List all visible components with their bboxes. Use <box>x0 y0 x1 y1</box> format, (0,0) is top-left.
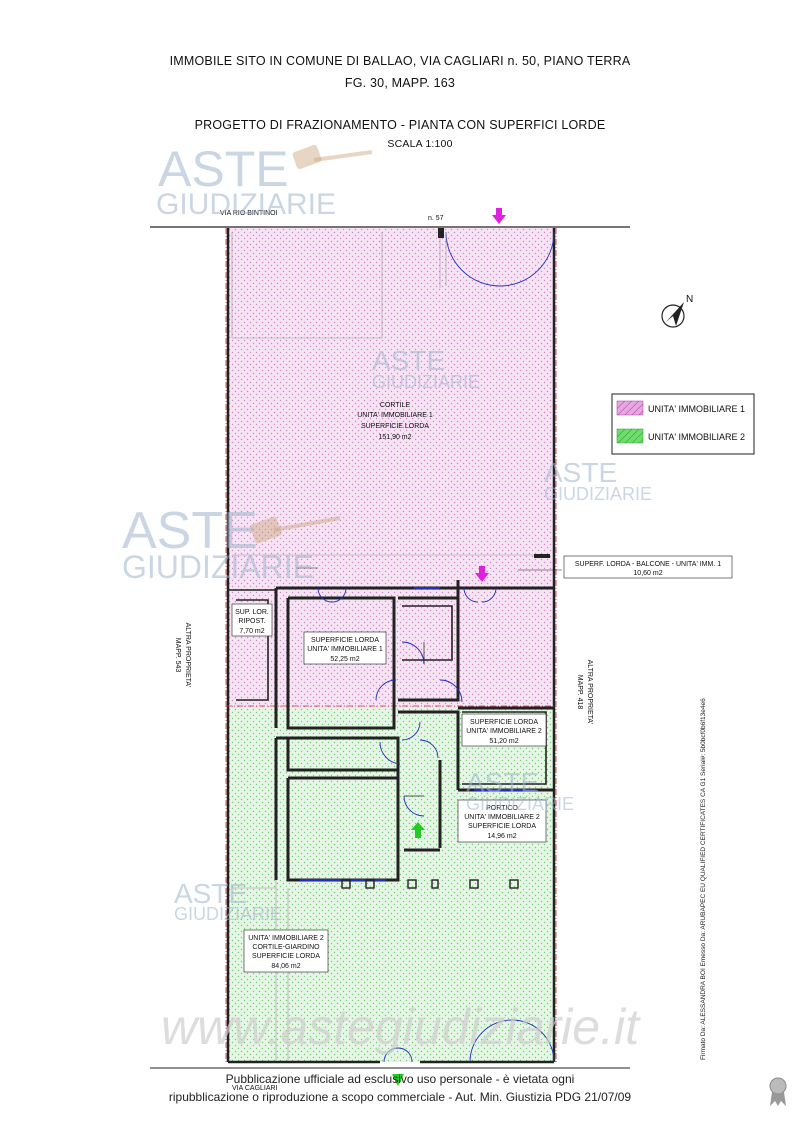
drawing-title: PROGETTO DI FRAZIONAMENTO - PIANTA CON S… <box>194 118 606 132</box>
entry-arrow-unit-1 <box>475 566 489 582</box>
legend: UNITA' IMMOBILIARE 1 UNITA' IMMOBILIARE … <box>611 393 755 455</box>
svg-text:ASTE: ASTE <box>466 767 539 798</box>
footer-line-1: Pubblicazione ufficiale ad esclusivo uso… <box>225 1072 575 1086</box>
street-bottom-label: VIA CAGLIARI <box>232 1085 278 1092</box>
drawing-scale: SCALA 1:100 <box>387 138 453 150</box>
watermark-brand: ASTE GIUDIZIARIE <box>156 141 373 221</box>
neighbor-right-label: ALTRA PROPRIETA' MAPP. 418 <box>576 660 593 725</box>
north-compass-icon <box>661 302 685 328</box>
label-portico: PORTICO UNITA' IMMOBILIARE 2 SUPERFICIE … <box>457 799 547 843</box>
svg-text:ASTE: ASTE <box>158 141 289 197</box>
legend-label-unit-2: UNITA' IMMOBILIARE 2 <box>648 432 745 442</box>
svg-text:PORTICO: PORTICO <box>486 805 518 812</box>
site-boundary <box>226 228 556 1064</box>
svg-text:SUPERFICIE LORDA: SUPERFICIE LORDA <box>311 637 379 644</box>
door-leaves <box>404 642 425 797</box>
unit-2-area <box>228 708 554 1062</box>
watermark-brand: ASTE GIUDIZIARIE <box>544 457 652 504</box>
svg-text:GIUDIZIARIE: GIUDIZIARIE <box>466 794 574 814</box>
svg-text:SUPERFICIE LORDA: SUPERFICIE LORDA <box>470 719 538 726</box>
svg-text:UNITA' IMMOBILIARE 2: UNITA' IMMOBILIARE 2 <box>464 814 540 821</box>
svg-text:14,96 m2: 14,96 m2 <box>487 833 516 840</box>
label-ripost: SUP. LOR. RIPOST. 7,70 m2 <box>231 603 273 637</box>
svg-text:GIUDIZIARIE: GIUDIZIARIE <box>544 484 652 504</box>
svg-text:UNITA' IMMOBILIARE 1: UNITA' IMMOBILIARE 1 <box>307 646 383 653</box>
svg-text:GIUDIZIARIE: GIUDIZIARIE <box>372 372 480 392</box>
watermark-site: www.astegiudiziarie.it <box>161 999 641 1055</box>
label-cortile: CORTILE UNITA' IMMOBILIARE 1 SUPERFICIE … <box>357 402 433 441</box>
boundary-redline <box>225 228 557 1064</box>
legend-label-unit-1: UNITA' IMMOBILIARE 1 <box>648 404 745 414</box>
courtyard-lines <box>231 232 550 556</box>
watermark-brand: ASTE GIUDIZIARIE <box>174 878 282 924</box>
gate-top-arcs <box>445 231 555 287</box>
svg-text:GIUDIZIARIE: GIUDIZIARIE <box>122 549 314 585</box>
pillar <box>534 554 550 558</box>
entry-arrow-unit-1 <box>492 208 506 224</box>
street-top-label: VIA RIO BINTINOI <box>220 210 278 217</box>
svg-text:SUPERFICIE LORDA: SUPERFICIE LORDA <box>252 953 320 960</box>
svg-text:MAPP. 418: MAPP. 418 <box>576 675 583 710</box>
legend-swatch-unit-2 <box>616 428 644 444</box>
svg-text:GIUDIZIARIE: GIUDIZIARIE <box>174 904 282 924</box>
walls-thin <box>228 589 547 785</box>
svg-text:CORTILE: CORTILE <box>380 402 411 409</box>
seal-icon <box>769 1077 787 1106</box>
svg-text:10,60 m2: 10,60 m2 <box>633 570 662 577</box>
label-unita-1: SUPERFICIE LORDA UNITA' IMMOBILIARE 1 52… <box>303 631 387 665</box>
entry-arrow-unit-2 <box>411 822 425 838</box>
svg-text:SUP. LOR.: SUP. LOR. <box>235 609 269 616</box>
svg-text:ASTE: ASTE <box>544 457 617 488</box>
svg-text:ASTE: ASTE <box>174 878 247 909</box>
pillar <box>438 228 444 238</box>
svg-text:52,25 m2: 52,25 m2 <box>330 656 359 663</box>
svg-text:ALTRA PROPRIETA': ALTRA PROPRIETA' <box>586 660 593 725</box>
door-arcs <box>317 587 497 817</box>
header-line-2: FG. 30, MAPP. 163 <box>344 76 456 90</box>
neighbor-left-label: ALTRA PROPRIETA' MAPP. 543 <box>174 623 191 688</box>
label-giardino: UNITA' IMMOBILIARE 2 CORTILE-GIARDINO SU… <box>243 929 329 973</box>
label-balcone: SUPERF. LORDA - BALCONE - UNITA' IMM. 1 … <box>563 555 733 579</box>
street-number: n. 57 <box>428 215 444 222</box>
svg-text:RIPOST.: RIPOST. <box>238 618 265 625</box>
svg-text:151,90 m2: 151,90 m2 <box>378 434 411 441</box>
svg-text:CORTILE-GIARDINO: CORTILE-GIARDINO <box>252 944 320 951</box>
svg-text:SUPERFICIE LORDA: SUPERFICIE LORDA <box>468 823 536 830</box>
entry-arrow-unit-2 <box>392 1074 404 1086</box>
svg-text:UNITA' IMMOBILIARE 1: UNITA' IMMOBILIARE 1 <box>357 412 433 419</box>
svg-text:7,70 m2: 7,70 m2 <box>239 628 264 635</box>
compass-label: N <box>686 294 693 305</box>
svg-text:ASTE: ASTE <box>372 345 445 376</box>
svg-text:ALTRA PROPRIETA': ALTRA PROPRIETA' <box>184 623 191 688</box>
svg-text:UNITA' IMMOBILIARE 2: UNITA' IMMOBILIARE 2 <box>466 728 542 735</box>
label-unita-2: SUPERFICIE LORDA UNITA' IMMOBILIARE 2 51… <box>461 713 547 747</box>
watermark-brand: ASTE GIUDIZIARIE <box>122 502 341 585</box>
svg-text:SUPERF. LORDA - BALCONE - UNIT: SUPERF. LORDA - BALCONE - UNITA' IMM. 1 <box>575 561 721 568</box>
svg-text:MAPP. 543: MAPP. 543 <box>174 638 181 673</box>
digital-signature: Firmato Da: ALESSANDRA BOI Emesso Da: AR… <box>700 698 707 1060</box>
header-line-1: IMMOBILE SITO IN COMUNE DI BALLAO, VIA C… <box>169 54 631 68</box>
svg-text:SUPERFICIE LORDA: SUPERFICIE LORDA <box>361 423 429 430</box>
svg-text:ASTE: ASTE <box>122 502 258 560</box>
unit-1-area <box>228 228 554 708</box>
svg-text:UNITA' IMMOBILIARE 2: UNITA' IMMOBILIARE 2 <box>248 935 324 942</box>
svg-text:GIUDIZIARIE: GIUDIZIARIE <box>156 188 336 221</box>
portico-columns <box>341 879 519 889</box>
watermark-brand: ASTE GIUDIZIARIE <box>466 767 574 814</box>
svg-text:51,20 m2: 51,20 m2 <box>489 738 518 745</box>
svg-text:84,06 m2: 84,06 m2 <box>271 963 300 970</box>
gate-bottom-arcs <box>383 1019 555 1063</box>
legend-swatch-unit-1 <box>616 400 644 416</box>
footer-line-2: ripubblicazione o riproduzione a scopo c… <box>168 1090 632 1104</box>
watermark-brand: ASTE GIUDIZIARIE <box>372 345 480 392</box>
